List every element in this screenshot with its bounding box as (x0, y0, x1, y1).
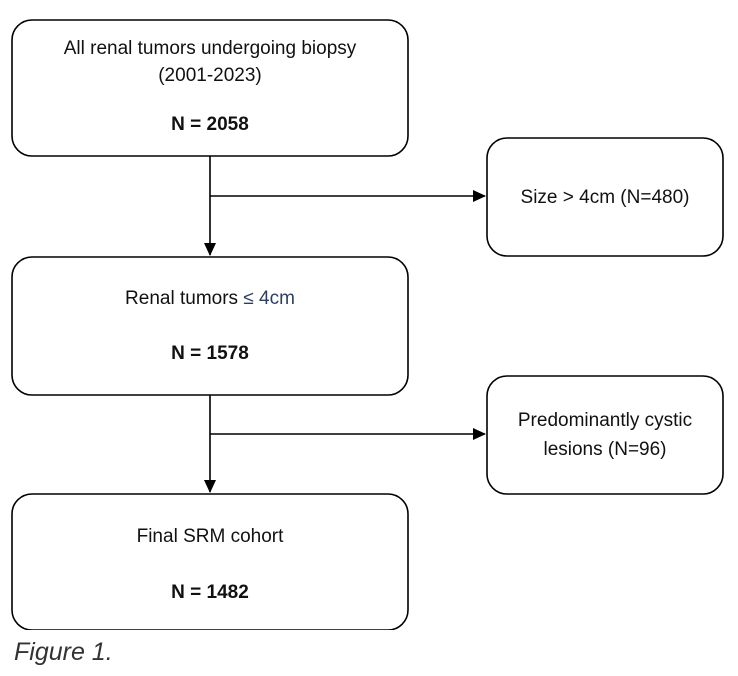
box-exclusion-size-label: Size > 4cm (N=480) (521, 187, 690, 208)
box-small-renal-tumors-title-prefix: Renal tumors (125, 288, 243, 309)
box-small-renal-tumors-title: Renal tumors ≤ 4cm (125, 288, 295, 309)
consort-flow-diagram: All renal tumors undergoing biopsy (2001… (11, 19, 724, 630)
box-all-renal-tumors-years: (2001-2023) (158, 65, 262, 86)
box-exclusion-size: Size > 4cm (N=480) (486, 137, 724, 257)
box-exclusion-cystic-line2: lesions (N=96) (543, 439, 666, 460)
box-all-renal-tumors-title: All renal tumors undergoing biopsy (64, 38, 357, 59)
box-small-renal-tumors: Renal tumors ≤ 4cm N = 1578 (11, 256, 409, 396)
box-final-srm-cohort: Final SRM cohort N = 1482 (11, 493, 409, 630)
box-exclusion-cystic: Predominantly cystic lesions (N=96) (486, 375, 724, 495)
box-all-renal-tumors: All renal tumors undergoing biopsy (2001… (11, 19, 409, 157)
box-small-renal-tumors-count: N = 1578 (171, 343, 249, 364)
box-final-srm-cohort-title: Final SRM cohort (137, 526, 284, 547)
box-final-srm-cohort-count: N = 1482 (171, 582, 249, 603)
figure-caption: Figure 1. (14, 638, 113, 666)
box-all-renal-tumors-count: N = 2058 (171, 114, 249, 135)
box-exclusion-cystic-line1: Predominantly cystic (518, 410, 692, 431)
box-small-renal-tumors-title-threshold: ≤ 4cm (243, 288, 295, 309)
